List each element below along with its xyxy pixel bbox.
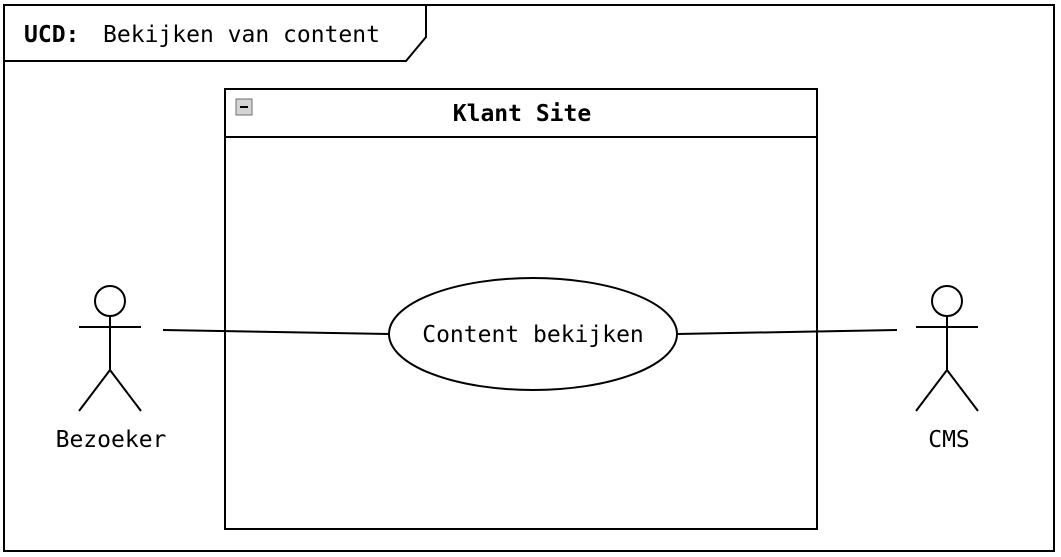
actor-icon [915, 285, 979, 412]
actor-label-bezoeker: Bezoeker [56, 427, 167, 453]
frame-title-text: Bekijken van content [103, 22, 380, 48]
actor-cms[interactable]: CMS [915, 285, 979, 453]
system-title: Klant Site [453, 101, 591, 127]
association-cms[interactable] [676, 329, 898, 335]
system-boundary[interactable]: Klant Site [224, 88, 818, 530]
minus-icon[interactable] [235, 98, 253, 116]
actor-label-cms: CMS [928, 427, 970, 453]
actor-icon [78, 285, 142, 412]
association-bezoeker[interactable] [162, 329, 391, 335]
frame-title: UCD: Bekijken van content [24, 22, 380, 48]
use-case-label: Content bekijken [422, 322, 644, 348]
diagram-frame: UCD: Bekijken van content [3, 4, 1055, 552]
frame-title-prefix: UCD: [24, 22, 79, 48]
actor-bezoeker[interactable]: Bezoeker [56, 285, 167, 453]
use-case-content-bekijken[interactable]: Content bekijken [388, 277, 678, 391]
